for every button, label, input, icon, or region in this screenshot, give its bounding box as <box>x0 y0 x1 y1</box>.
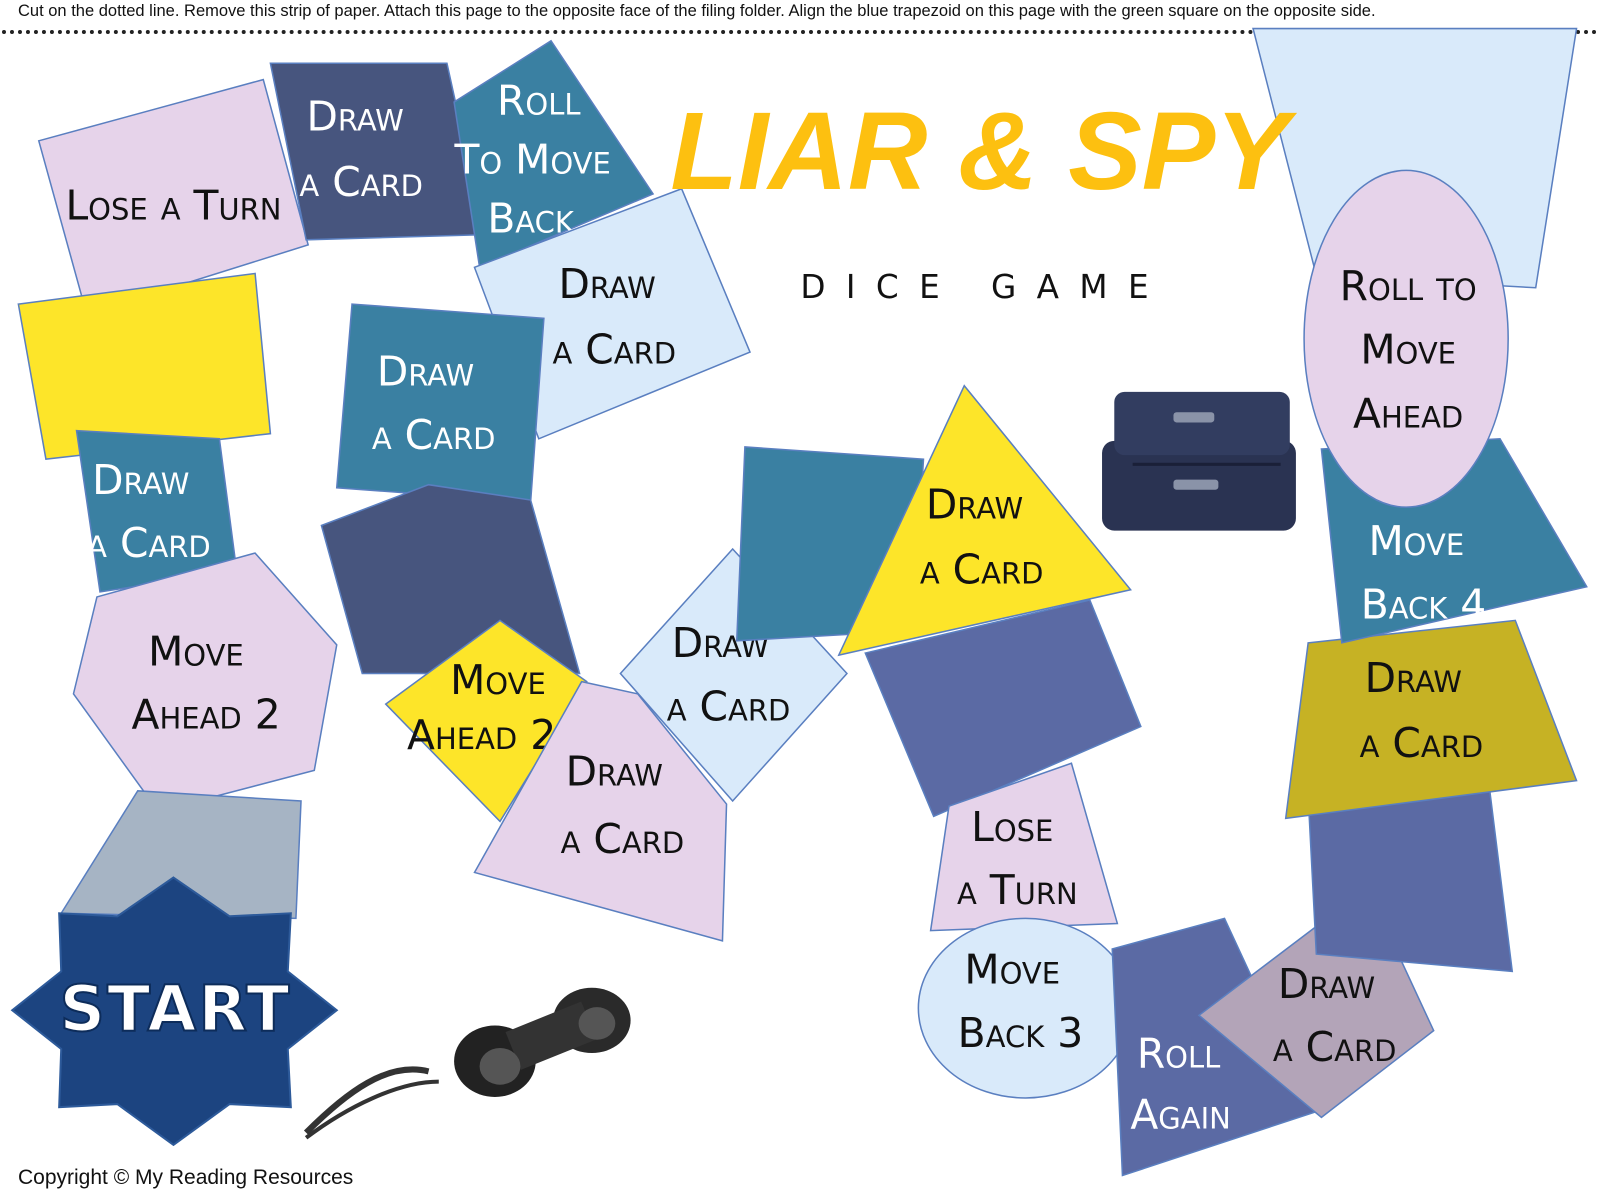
space-label: a Card <box>667 682 791 730</box>
space-draw-a-card[interactable]: Draw a Card <box>335 303 545 503</box>
space-blank-navy[interactable] <box>320 483 581 675</box>
space-shape <box>320 483 581 675</box>
space-label: Move <box>1360 325 1456 373</box>
space-label: Ahead 2 <box>132 691 281 739</box>
space-blank-blue[interactable] <box>864 599 1142 818</box>
space-shape <box>37 78 310 316</box>
space-label: Draw <box>92 456 189 504</box>
space-label: Move <box>148 627 244 675</box>
game-subtitle: DICE GAME <box>800 268 1169 306</box>
copyright-notice: Copyright © My Reading Resources <box>18 1166 354 1189</box>
space-draw-a-card[interactable]: Draw a Card <box>837 384 1132 657</box>
space-shape <box>864 599 1142 818</box>
space-label: Roll <box>1137 1029 1220 1077</box>
suitcase-image <box>1102 391 1296 531</box>
game-title: LIAR & SPY <box>670 90 1297 213</box>
space-shape <box>929 762 1119 932</box>
cut-instructions: Cut on the dotted line. Remove this stri… <box>18 2 1376 20</box>
space-label: a Card <box>299 158 423 206</box>
space-shape <box>1307 790 1514 973</box>
space-label: Roll <box>497 76 581 124</box>
space-label: Again <box>1130 1091 1230 1139</box>
space-shape <box>384 619 588 823</box>
space-label: Move <box>964 946 1060 994</box>
space-label: a Card <box>552 325 676 373</box>
space-label: Draw <box>306 93 403 141</box>
space-draw-a-card[interactable]: Draw a Card <box>473 187 752 440</box>
space-label: Draw <box>377 348 474 396</box>
space-shape <box>17 272 272 461</box>
space-draw-a-card[interactable]: Draw a Card <box>75 429 238 593</box>
space-lose-a-turn[interactable]: Lose a Turn <box>37 78 310 316</box>
space-label: a Card <box>561 815 685 863</box>
space-label: Draw <box>1365 654 1462 702</box>
space-shape <box>453 39 655 269</box>
space-label: a Card <box>87 519 211 567</box>
space-label: Draw <box>566 748 663 796</box>
space-label: Draw <box>558 260 655 308</box>
space-shape <box>837 384 1132 657</box>
space-label: To Move <box>453 135 610 183</box>
space-blank-blue[interactable] <box>1307 790 1514 973</box>
space-label: Ahead 2 <box>407 711 556 759</box>
space-label: Move <box>1368 517 1464 565</box>
space-label: Back 3 <box>958 1009 1084 1057</box>
space-label: a Card <box>372 411 496 459</box>
space-label: a Card <box>1273 1023 1397 1071</box>
space-draw-a-card[interactable]: Draw a Card <box>1284 619 1578 820</box>
space-draw-a-card[interactable]: Draw a Card <box>473 680 728 942</box>
space-shape <box>335 303 545 503</box>
space-shape <box>269 62 486 241</box>
space-label: a Card <box>920 546 1044 594</box>
dotted-cut-line <box>2 30 1598 34</box>
space-draw-a-card[interactable]: Draw a Card <box>269 62 486 241</box>
start-space[interactable]: START <box>10 876 339 1147</box>
space-label: a Turn <box>957 866 1078 914</box>
space-blank-yellow[interactable] <box>17 272 272 461</box>
space-shape <box>72 552 338 813</box>
space-label: Lose a Turn <box>65 181 281 229</box>
space-label: Draw <box>1278 960 1375 1008</box>
space-shape <box>1284 619 1578 820</box>
space-label: Back 4 <box>1361 580 1487 628</box>
space-label: Move <box>450 656 546 704</box>
space-lose-a-turn[interactable]: Lose a Turn <box>929 762 1119 932</box>
space-label: Lose <box>971 803 1053 851</box>
space-label: Ahead <box>1353 390 1463 438</box>
space-label: a Card <box>1360 719 1484 767</box>
start-star <box>10 876 339 1147</box>
space-label: Draw <box>926 480 1023 528</box>
space-shape <box>473 680 728 942</box>
start-label: START <box>60 972 292 1046</box>
space-shape <box>1303 169 1509 508</box>
space-label: Roll to <box>1340 262 1477 310</box>
binoculars-image <box>303 987 631 1140</box>
